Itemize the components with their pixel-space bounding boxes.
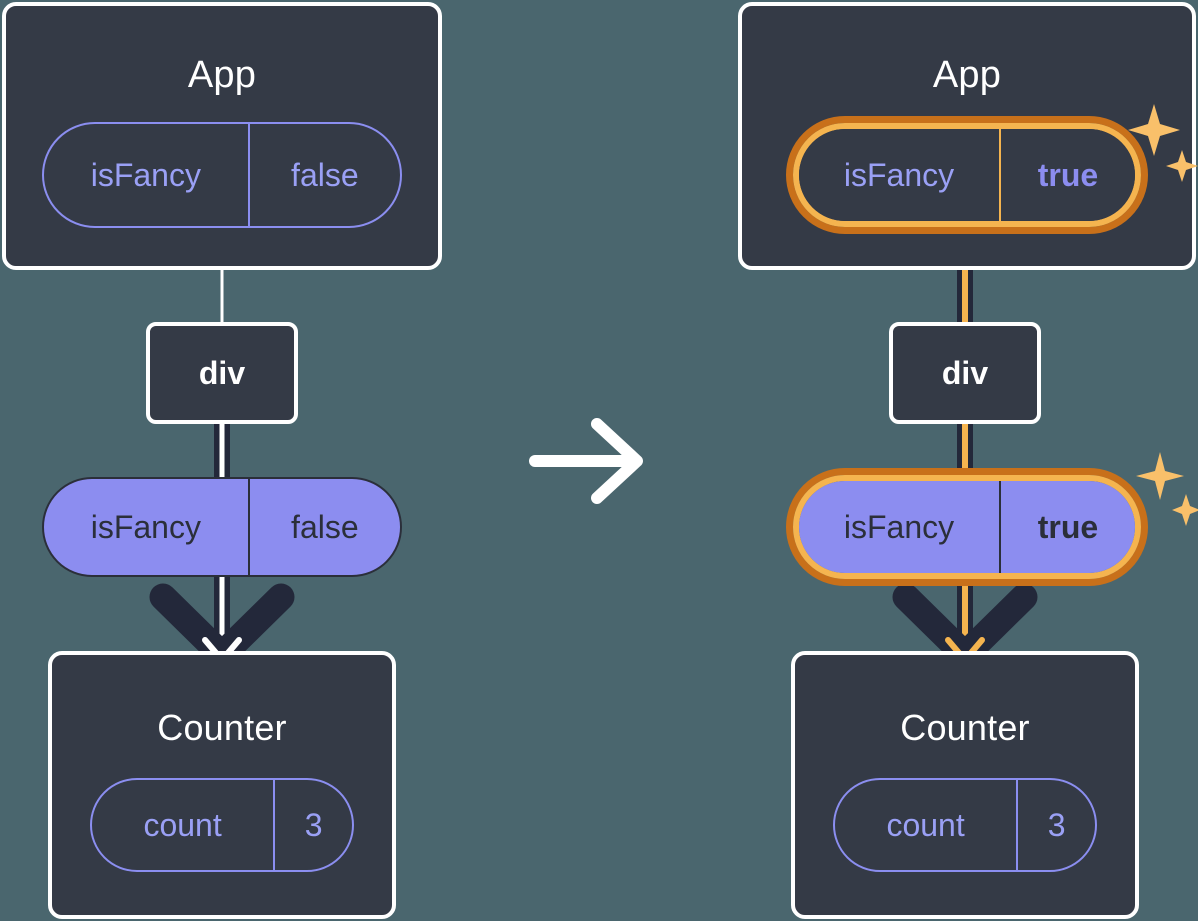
right-prop-ring-inner — [793, 475, 1141, 579]
right-app-ring-inner — [793, 123, 1141, 227]
left-counter-title: Counter — [157, 707, 287, 748]
left-prop-key: isFancy — [90, 508, 201, 545]
left-prop-value: false — [247, 479, 400, 575]
right-prop-key: isFancy — [843, 508, 955, 545]
right-app-state-highlight-ring — [786, 116, 1148, 234]
left-app-state-value: false — [247, 124, 400, 226]
left-app-state-key: isFancy — [90, 156, 201, 193]
right-counter-state-key: count — [886, 806, 965, 843]
right-counter-state-value: 3 — [1016, 780, 1095, 870]
left-counter-state-pill[interactable]: count 3 — [90, 778, 354, 872]
right-counter-state-pill[interactable]: count 3 — [833, 778, 1097, 872]
left-prop-pill[interactable]: isFancy false — [42, 477, 402, 577]
right-prop-highlight-ring — [786, 468, 1148, 586]
transition-arrow-icon — [529, 418, 643, 504]
right-prop-pill[interactable]: isFancy true — [799, 481, 1135, 573]
right-app-state-pill[interactable]: isFancy true — [799, 129, 1135, 221]
left-div-box[interactable]: div — [146, 322, 298, 424]
right-div-box[interactable]: div — [889, 322, 1041, 424]
right-counter-title: Counter — [900, 707, 1030, 748]
right-app-state-value: true — [999, 129, 1135, 221]
left-div-label: div — [198, 354, 246, 391]
left-counter-state-value: 3 — [273, 780, 352, 870]
right-app-state-key: isFancy — [843, 156, 955, 193]
right-prop-value: true — [999, 481, 1135, 573]
left-app-title: App — [187, 54, 257, 96]
right-div-label: div — [941, 354, 989, 391]
right-app-title: App — [932, 54, 1002, 96]
left-counter-state-key: count — [143, 806, 222, 843]
right-prop-sparkles-icon — [1136, 452, 1198, 526]
left-app-state-pill[interactable]: isFancy false — [42, 122, 402, 228]
right-app-sparkles-icon — [1128, 104, 1198, 182]
